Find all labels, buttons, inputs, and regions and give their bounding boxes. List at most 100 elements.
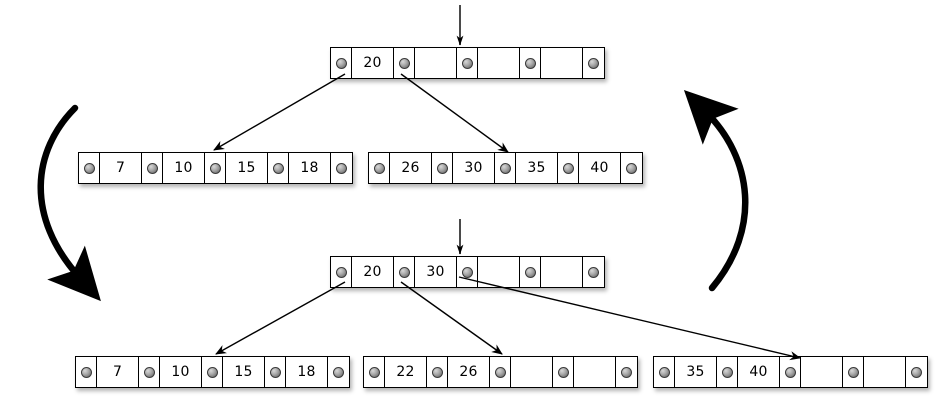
key-cell: 15	[223, 357, 265, 387]
pointer-dot-icon	[272, 162, 284, 174]
pointer-cell	[520, 48, 541, 78]
pointer-cell	[780, 357, 801, 387]
key-cell: 30	[415, 257, 457, 287]
pointer-cell	[139, 357, 160, 387]
leaf-node-after-middle: 22 26	[363, 356, 638, 388]
internal-node-before: 20	[330, 47, 605, 79]
pointer-cell	[490, 357, 511, 387]
pointer-dot-icon	[368, 366, 380, 378]
empty-key-cell	[478, 257, 520, 287]
pointer-dot-icon	[269, 366, 281, 378]
pointer-cell	[205, 153, 226, 183]
pointer-cell	[202, 357, 223, 387]
pointer-cell	[654, 357, 675, 387]
pointer-cell	[427, 357, 448, 387]
leaf-node-after-left: 7 10 15 18	[75, 356, 350, 388]
pointer-cell	[331, 257, 352, 287]
pointer-dot-icon	[80, 366, 92, 378]
key-cell: 7	[100, 153, 142, 183]
key-cell: 30	[453, 153, 495, 183]
pointer-dot-icon	[146, 162, 158, 174]
pointer-cell	[394, 48, 415, 78]
pointer-dot-icon	[143, 366, 155, 378]
pointer-cell	[457, 48, 478, 78]
pointer-cell	[553, 357, 574, 387]
pointer-dot-icon	[721, 366, 733, 378]
pointer-dot-icon	[588, 57, 599, 69]
pointer-cell	[558, 153, 579, 183]
pointer-dot-icon	[335, 57, 347, 69]
pointer-dot-icon	[206, 366, 218, 378]
empty-key-cell	[574, 357, 616, 387]
pointer-cell	[328, 357, 349, 387]
key-cell: 20	[352, 48, 394, 78]
pointer-cell	[457, 257, 478, 287]
pointer-dot-icon	[398, 57, 410, 69]
pointer-dot-icon	[373, 162, 385, 174]
root-after-to-middle-leaf	[400, 281, 503, 355]
pointer-dot-icon	[524, 266, 536, 278]
pointer-cell	[265, 357, 286, 387]
pointer-dot-icon	[431, 366, 443, 378]
key-cell: 22	[385, 357, 427, 387]
empty-key-cell	[415, 48, 457, 78]
key-cell: 7	[97, 357, 139, 387]
pointer-dot-icon	[494, 366, 506, 378]
pointer-dot-icon	[436, 162, 448, 174]
pointer-dot-icon	[784, 366, 796, 378]
empty-key-cell	[864, 357, 906, 387]
pointer-cell	[331, 48, 352, 78]
root-after-to-right-leaf	[458, 276, 801, 361]
pointer-cell	[331, 153, 352, 183]
pointer-cell	[76, 357, 97, 387]
pointer-cell	[583, 48, 604, 78]
key-cell: 40	[579, 153, 621, 183]
pointer-cell	[268, 153, 289, 183]
flow-arrow-right-up-path	[683, 89, 749, 292]
key-cell: 18	[289, 153, 331, 183]
pointer-cell	[394, 257, 415, 287]
root-after-to-left-leaf	[215, 281, 346, 355]
pointer-dot-icon	[83, 162, 95, 174]
pointer-cell	[369, 153, 390, 183]
root-before-to-left-leaf	[213, 73, 346, 151]
key-cell: 20	[352, 257, 394, 287]
empty-key-cell	[541, 257, 583, 287]
pointer-cell	[495, 153, 516, 183]
key-cell: 10	[160, 357, 202, 387]
pointer-cell	[364, 357, 385, 387]
pointer-cell	[616, 357, 637, 387]
pointer-cell	[583, 257, 604, 287]
empty-key-cell	[801, 357, 843, 387]
key-cell: 26	[448, 357, 490, 387]
pointer-dot-icon	[461, 57, 473, 69]
pointer-dot-icon	[524, 57, 536, 69]
root-before-to-right-leaf	[400, 73, 509, 153]
key-cell: 15	[226, 153, 268, 183]
pointer-dot-icon	[499, 162, 511, 174]
pointer-cell	[79, 153, 100, 183]
pointer-dot-icon	[911, 366, 922, 378]
pointer-dot-icon	[209, 162, 221, 174]
empty-key-cell	[541, 48, 583, 78]
pointer-dot-icon	[588, 266, 599, 278]
pointer-dot-icon	[658, 366, 670, 378]
pointer-cell	[843, 357, 864, 387]
pointer-dot-icon	[335, 266, 347, 278]
pointer-cell	[906, 357, 927, 387]
pointer-dot-icon	[333, 366, 344, 378]
empty-key-cell	[511, 357, 553, 387]
pointer-dot-icon	[847, 366, 859, 378]
flow-arrow-left-down-path	[37, 104, 101, 302]
pointer-dot-icon	[398, 266, 410, 278]
pointer-cell	[717, 357, 738, 387]
pointer-dot-icon	[557, 366, 569, 378]
pointer-cell	[142, 153, 163, 183]
key-cell: 26	[390, 153, 432, 183]
key-cell: 18	[286, 357, 328, 387]
key-cell: 35	[675, 357, 717, 387]
